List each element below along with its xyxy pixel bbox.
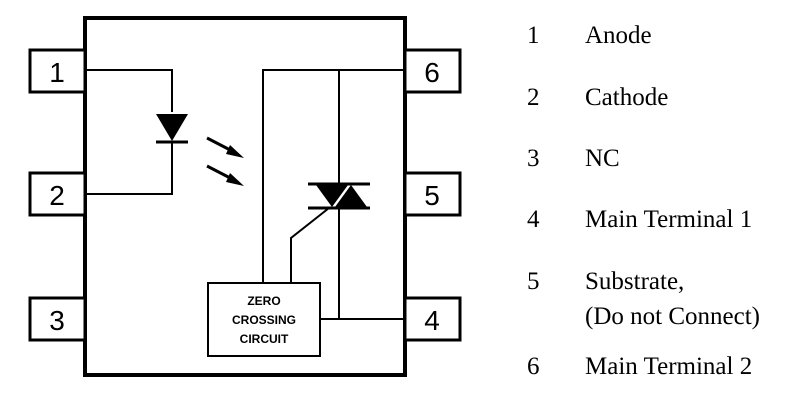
legend-name-1: Anode	[585, 22, 652, 49]
legend-number-2: 2	[527, 84, 540, 111]
led-diode-icon	[156, 114, 188, 144]
pin-6-number: 6	[424, 57, 440, 88]
triac-icon	[308, 182, 370, 210]
mt2-wire	[262, 69, 405, 283]
pin-5: 5	[403, 171, 462, 217]
pin-6: 6	[403, 48, 462, 94]
legend-name-3: NC	[585, 145, 620, 172]
zero-crossing-line-3: CIRCUIT	[240, 332, 289, 346]
legend-name-2: Cathode	[585, 84, 668, 111]
light-arrows-icon	[206, 136, 244, 186]
legend-name-5: Substrate,	[585, 268, 684, 295]
mt1-wire	[338, 208, 405, 320]
triac-gate-wire	[290, 207, 330, 283]
legend-name-4: Main Terminal 1	[585, 206, 752, 233]
legend-name-5-line-2: (Do not Connect)	[585, 303, 760, 330]
legend-number-1: 1	[527, 22, 540, 49]
pin-2-number: 2	[49, 180, 65, 211]
pin-1: 1	[28, 48, 87, 94]
pin-2: 2	[28, 171, 87, 217]
zero-crossing-line-1: ZERO	[247, 294, 280, 308]
anode-wire	[85, 69, 173, 112]
legend-number-3: 3	[527, 145, 540, 172]
pin-4: 4	[403, 296, 462, 342]
legend-number-5: 5	[527, 268, 540, 295]
pin-4-number: 4	[424, 305, 440, 336]
legend-name-6: Main Terminal 2	[585, 353, 752, 380]
pin-3-number: 3	[49, 305, 65, 336]
zero-crossing-line-2: CROSSING	[232, 313, 296, 327]
zero-crossing-circuit-box: ZERO CROSSING CIRCUIT	[207, 282, 321, 357]
pin-3: 3	[28, 296, 87, 342]
cathode-wire	[85, 143, 173, 195]
pin-5-number: 5	[424, 180, 440, 211]
pin-1-number: 1	[49, 57, 65, 88]
pin-legend: 1 Anode 2 Cathode 3 NC 4 Main Terminal 1…	[527, 22, 760, 380]
legend-number-4: 4	[527, 206, 540, 233]
legend-number-6: 6	[527, 353, 540, 380]
